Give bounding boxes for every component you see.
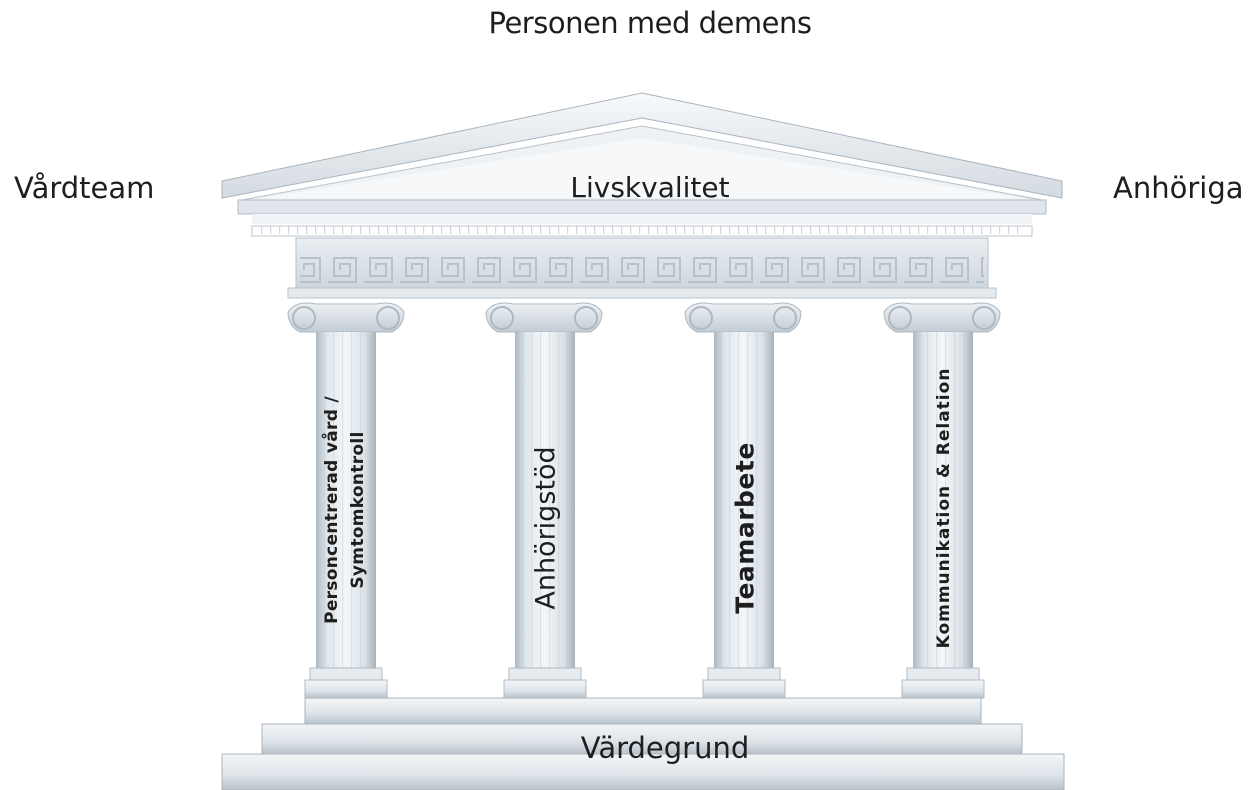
pillar-1-line-2: Symtomkontroll xyxy=(348,431,368,589)
roof-label: Livskvalitet xyxy=(570,171,730,204)
top-label: Personen med demens xyxy=(488,6,812,40)
right-label: Anhöriga xyxy=(1113,171,1244,205)
pillar-2-label: Anhörigstöd xyxy=(530,446,562,610)
pillar-1-line-1: Personcentrerad vård / xyxy=(322,396,342,624)
left-label: Vårdteam xyxy=(14,171,155,205)
base-label: Värdegrund xyxy=(580,731,750,765)
pillar-3-label: Teamarbete xyxy=(730,442,760,614)
pillar-4-label: Kommunikation & Relation xyxy=(934,367,954,649)
